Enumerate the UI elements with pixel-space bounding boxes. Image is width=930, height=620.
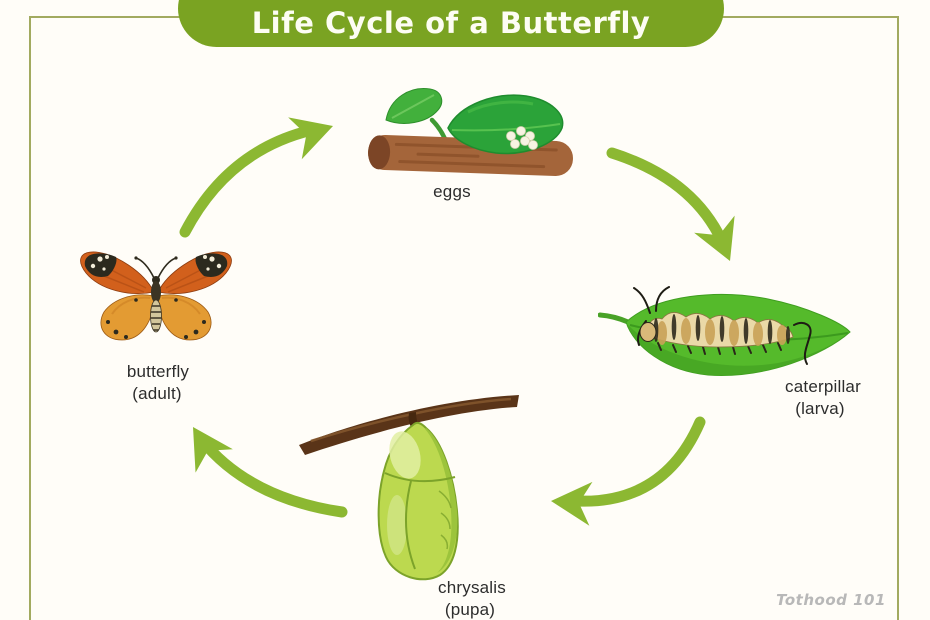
label-caterpillar: caterpillar	[785, 377, 861, 396]
arrow-caterpillar-to-chrysalis-icon	[551, 416, 706, 526]
chrysalis-illustration	[299, 395, 519, 581]
arrow-chrysalis-to-butterfly-icon	[193, 427, 348, 518]
egg-cluster-icon	[506, 126, 538, 150]
eggs-illustration	[368, 88, 573, 177]
arrow-butterfly-to-eggs-icon	[179, 117, 333, 238]
sprout-leaf-icon	[385, 88, 452, 153]
label-eggs: eggs	[433, 182, 471, 201]
butterfly-icon	[79, 250, 232, 341]
label-chrysalis-sub: (pupa)	[444, 600, 496, 619]
chrysalis-pod-icon	[377, 421, 459, 581]
watermark: Tothood 101	[776, 591, 886, 609]
label-caterpillar-sub: (larva)	[795, 399, 845, 418]
caterpillar-icon	[633, 286, 812, 365]
page-title: Life Cycle of a Butterfly	[251, 6, 651, 40]
label-chrysalis: chrysalis	[438, 578, 506, 597]
butterfly-illustration	[79, 250, 232, 341]
title-banner: Life Cycle of a Butterfly	[178, 0, 724, 47]
arrow-eggs-to-caterpillar-icon	[606, 147, 735, 261]
butterfly-body	[134, 256, 178, 333]
label-butterfly-sub: (adult)	[132, 384, 182, 403]
caterpillar-illustration	[598, 286, 851, 376]
big-leaf-icon	[447, 94, 564, 155]
label-butterfly: butterfly	[126, 362, 190, 381]
